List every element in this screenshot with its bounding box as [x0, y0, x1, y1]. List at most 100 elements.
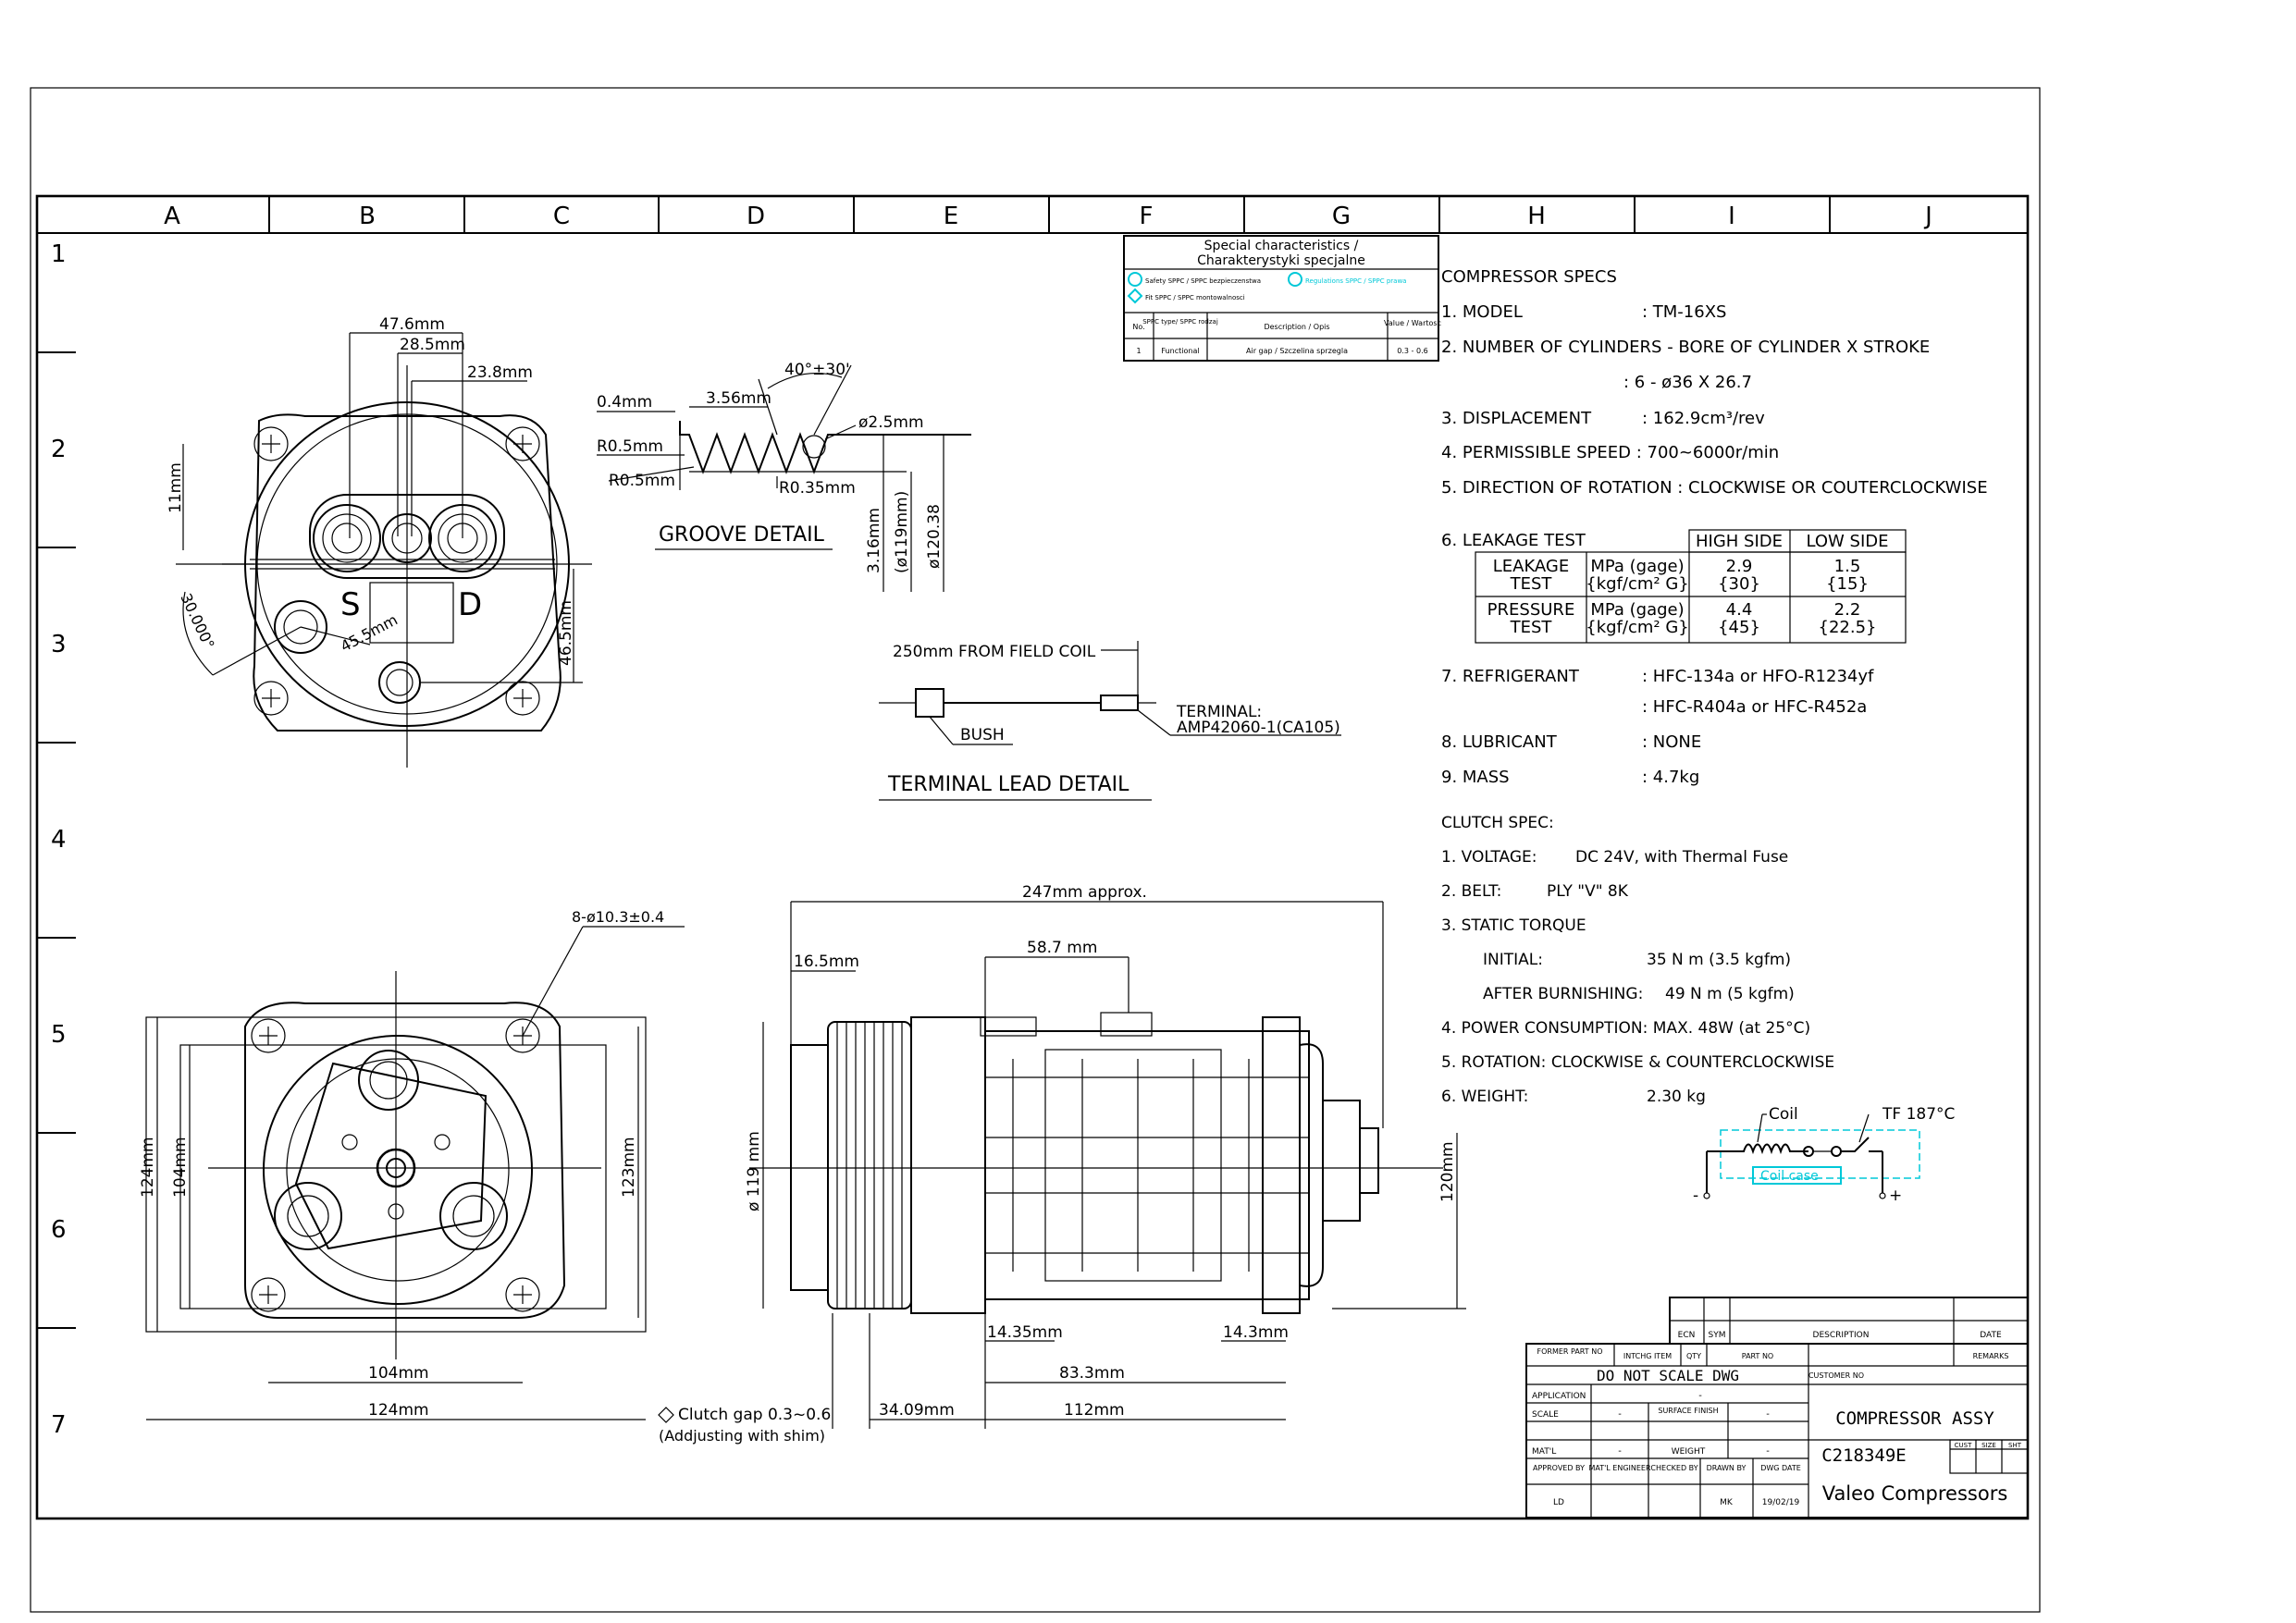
tb-customer: CUSTOMER NO [1808, 1371, 1864, 1380]
tb-drawn-val: MK [1720, 1498, 1734, 1507]
row-6: 6 [51, 1216, 67, 1244]
dim-124h: 124mm [368, 1401, 429, 1420]
press-l1: 2.2 [1834, 600, 1861, 620]
spec-lub-val: : NONE [1642, 732, 1701, 752]
compressor-specs: COMPRESSOR SPECS 1. MODEL : TM-16XS 2. N… [1441, 267, 1988, 787]
spec-speed: 4. PERMISSIBLE SPEED : 700~6000r/min [1441, 443, 1779, 462]
leak-h1: 2.9 [1726, 557, 1753, 576]
col-j: J [1923, 203, 1932, 230]
col-d: D [747, 203, 765, 230]
row-4: 4 [51, 826, 67, 854]
tb-remarks: REMARKS [1973, 1352, 2009, 1360]
d119: (ø119mm) [893, 491, 911, 573]
col-h: H [1527, 203, 1546, 230]
sheet-border [30, 87, 2041, 1613]
clutch-after: AFTER BURNISHING: [1483, 985, 1643, 1003]
dim-104v: 104mm [171, 1137, 190, 1198]
letter-d: D [458, 586, 482, 623]
row-7: 7 [51, 1411, 67, 1439]
col-e: E [944, 203, 958, 230]
col-i: I [1728, 203, 1735, 230]
dim-30: 30.000° [177, 591, 217, 652]
coil-plus: + [1889, 1187, 1902, 1205]
leak-row1b: TEST [1510, 574, 1553, 594]
spec-refr: 7. REFRIGERANT [1441, 667, 1580, 686]
col-c: C [553, 203, 570, 230]
r035: R0.35mm [779, 479, 856, 498]
spec-model: 1. MODEL [1441, 302, 1523, 322]
special-title-1: Special characteristics / [1204, 239, 1359, 253]
tb-dwg-date: DWG DATE [1760, 1464, 1801, 1472]
regulations-icon [1288, 272, 1302, 287]
legend-safety: Safety SPPC / SPPC bezpieczenstwa [1145, 277, 1261, 285]
row-no: 1 [1136, 347, 1141, 355]
row-value: 0.3 - 0.6 [1397, 347, 1427, 355]
safety-icon [1128, 272, 1142, 287]
spec-cyl: 2. NUMBER OF CYLINDERS - BORE OF CYLINDE… [1441, 338, 1930, 357]
letter-s: S [340, 586, 361, 623]
tb-cust: CUST [1955, 1442, 1972, 1449]
clutch-after-val: 49 N m (5 kgfm) [1665, 985, 1795, 1003]
leak-h2: {30} [1718, 574, 1760, 594]
leak-high: HIGH SIDE [1696, 532, 1783, 551]
spec-leak: 6. LEAKAGE TEST [1441, 531, 1586, 550]
dim-247: 247mm approx. [1022, 883, 1147, 902]
title-block: ECN SYM DESCRIPTION DATE FORMER PART NO … [1525, 1297, 2029, 1518]
dim-16-5: 16.5mm [794, 953, 859, 971]
angle: 40°±30' [784, 361, 850, 379]
tf-label: TF 187°C [1882, 1105, 1955, 1124]
unit-a: MPa (gage) [1590, 557, 1684, 576]
tb-title: COMPRESSOR ASSY [1835, 1408, 1994, 1429]
spec-refr-val2: : HFC-R404a or HFC-R452a [1642, 697, 1867, 717]
spec-disp: 3. DISPLACEMENT [1441, 409, 1592, 428]
d316: 3.16mm [865, 508, 883, 573]
dim-28-5: 28.5mm [400, 336, 465, 354]
spec-disp-val: : 162.9cm³/rev [1642, 409, 1765, 428]
groove-detail: 40°±30' 0.4mm 3.56mm R0.5mm R0.5mm R0.35… [597, 361, 971, 592]
tb-scale-val: - [1618, 1409, 1622, 1420]
tb-dwg-no: C218349E [1821, 1445, 1907, 1466]
col-b: B [359, 203, 376, 230]
tb-scale: SCALE [1532, 1410, 1559, 1420]
side-view: 247mm approx. 16.5mm 58.7 mm ø 119 mm 12… [658, 883, 1466, 1445]
tb-date-val: 19/02/19 [1762, 1498, 1800, 1507]
col-type: SPPC type/ SPPC rodzaj [1142, 318, 1218, 326]
leak-row1a: LEAKAGE [1493, 557, 1570, 576]
dim-34-09: 34.09mm [879, 1401, 955, 1420]
clutch-weight: 6. WEIGHT: [1441, 1088, 1528, 1106]
spec-mass-val: : 4.7kg [1642, 768, 1699, 787]
r05b: R0.5mm [609, 472, 675, 490]
col-desc: Description / Opis [1264, 323, 1329, 331]
tb-size: SIZE [1981, 1442, 1996, 1449]
special-characteristics-table: Special characteristics / Charakterystyk… [1123, 235, 1441, 362]
leak-l1: 1.5 [1834, 557, 1861, 576]
front-view: S D 47.6mm 28.5mm 23.8mm 11mm 30.000° 45… [167, 315, 592, 768]
col-f: F [1140, 203, 1154, 230]
terminal-lead-detail: 250mm FROM FIELD COIL BUSH TERMINAL: AMP… [879, 641, 1341, 801]
spec-model-val: : TM-16XS [1642, 302, 1726, 322]
clutch-belt-val: PLY "V" 8K [1547, 882, 1629, 901]
spec-cyl-val: : 6 - ø36 X 26.7 [1623, 373, 1752, 392]
row-desc: Air gap / Szczelina sprzegla [1246, 347, 1348, 355]
dim-14-35: 14.35mm [987, 1323, 1063, 1342]
dim-14-3: 14.3mm [1223, 1323, 1289, 1342]
tb-checked: CHECKED BY [1650, 1464, 1697, 1472]
leak-row2b: TEST [1510, 618, 1553, 637]
special-title-2: Charakterystyki specjalne [1197, 253, 1365, 268]
tb-intchg: INTCHG ITEM [1623, 1352, 1672, 1360]
tb-matl-eng: MAT'L ENGINEER [1588, 1464, 1651, 1472]
d25: ø2.5mm [858, 413, 924, 432]
leakage-table: HIGH SIDE LOW SIDE LEAKAGE TEST PRESSURE… [1475, 529, 1907, 644]
dim-112: 112mm [1064, 1401, 1125, 1420]
r05a: R0.5mm [597, 437, 663, 456]
tb-matl-val: - [1618, 1446, 1622, 1457]
tb-app-val: - [1698, 1391, 1702, 1401]
dim-58-7: 58.7 mm [1027, 939, 1097, 957]
unit-b: {kgf/cm² G} [1586, 574, 1688, 594]
dim-47-6: 47.6mm [379, 315, 445, 334]
specs-heading: COMPRESSOR SPECS [1441, 267, 1617, 287]
drawing-frame [35, 194, 2030, 1520]
legend-fit: Fit SPPC / SPPC montowalnosci [1145, 294, 1245, 301]
clutch-torque: 3. STATIC TORQUE [1441, 916, 1586, 935]
d04: 0.4mm [597, 393, 652, 412]
